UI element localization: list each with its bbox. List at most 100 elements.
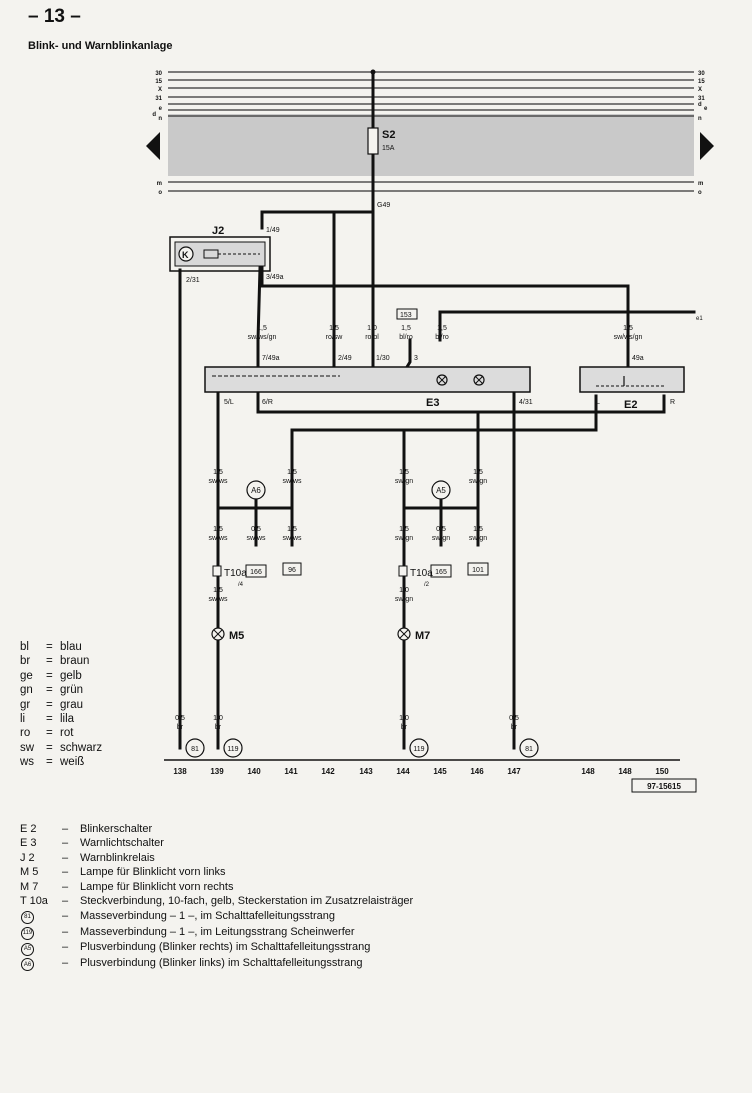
ref-box [430, 564, 452, 578]
legend-row: sw=schwarz [20, 741, 103, 754]
track-number: 142 [321, 767, 335, 776]
lamp-label: M7 [415, 630, 430, 642]
continue-left-arrow-icon [146, 132, 160, 160]
component-row: 119–Masseverbindung – 1 –, im Leitungsst… [20, 924, 413, 940]
ref-box [245, 564, 267, 578]
legend-row: bl=blau [20, 641, 82, 653]
wires [178, 70, 696, 750]
continue-right-arrow-icon [700, 132, 714, 160]
wire-size: 0,5 [436, 526, 446, 533]
ref-number: 101 [472, 567, 484, 574]
wire-size: 1,0 [213, 715, 223, 722]
switch-pin: 5/L [224, 399, 234, 406]
wire-size: 1,5 [287, 469, 297, 476]
relay-j2-box [169, 236, 271, 272]
fuse-rating: 15A [382, 145, 395, 152]
connector-icon [212, 565, 222, 577]
plus-connection-a5 [431, 480, 451, 500]
legend-row: ge=gelb [20, 669, 82, 682]
legend-row: ws=weiß [20, 756, 85, 769]
wire-color: sw/gn [395, 478, 413, 485]
ref-number: 166 [250, 569, 262, 576]
track-number: 148 [618, 767, 632, 776]
switch-label: E3 [426, 397, 439, 409]
track-number: 147 [507, 767, 521, 776]
wire-color: sw/ws/gn [248, 334, 277, 341]
wire-color: sw/gn [469, 535, 487, 542]
legend-row: br=braun [20, 655, 90, 668]
ground-label: 119 [413, 746, 424, 753]
wire-color: br [401, 724, 408, 731]
wire-size: 1,5 [623, 325, 633, 332]
ground-label: 81 [191, 746, 199, 753]
fuse-s2 [367, 127, 379, 155]
wire-size: 1,5 [401, 325, 411, 332]
wire-color: ro/bl [365, 334, 379, 341]
reference-box [631, 778, 697, 793]
wire-size: 1,5 [213, 526, 223, 533]
relay-coil-icon [178, 246, 194, 262]
wire-color: sw/gn [395, 596, 413, 603]
ref-153: 153 [400, 312, 412, 319]
wire-color: sw/ws [208, 596, 228, 603]
relay-symbol: K [182, 250, 189, 260]
plus-label: A5 [436, 486, 446, 495]
connector-label: T10a [410, 568, 433, 579]
relay-pin: 1/49 [266, 227, 280, 234]
connector-label: T10a [224, 568, 247, 579]
switch-pin: 2/49 [338, 355, 352, 362]
component-row: J 2–Warnblinkrelais [20, 851, 155, 864]
wire-color: sw/ws [282, 535, 302, 542]
track-number: 138 [173, 767, 187, 776]
relay-pin: 3/49a [266, 274, 284, 281]
wire-color: sw/ws [282, 478, 302, 485]
wire-size: 1,5 [399, 469, 409, 476]
ref-box-153 [396, 308, 418, 320]
switch-pin: 7/49a [262, 355, 280, 362]
legend-row: gr=grau [20, 698, 84, 711]
wire-color: ro/sw [326, 334, 344, 341]
track-number: 139 [210, 767, 224, 776]
color-legend: bl=blau br=braun ge=gelb gn=grün gr=grau… [20, 640, 102, 770]
component-row: A6–Plusverbindung (Blinker links) im Sch… [20, 956, 413, 972]
bus-label: e [159, 106, 163, 112]
bus-label: d [152, 112, 156, 118]
wire-size: 1,5 [257, 325, 267, 332]
wire-color: sw/gn [432, 535, 450, 542]
bus-label: m [698, 181, 703, 187]
wire-size: 1,5 [329, 325, 339, 332]
track-number: 145 [433, 767, 447, 776]
switch-pin: 6/R [262, 399, 273, 406]
switch-pin: 4/31 [519, 399, 533, 406]
track-number: 140 [247, 767, 261, 776]
track-number: 144 [396, 767, 410, 776]
connector-pin: /4 [238, 582, 244, 588]
lamp-icon [473, 374, 485, 386]
wire-size: 1,0 [367, 325, 377, 332]
component-row: T 10a–Steckverbindung, 10-fach, gelb, St… [20, 895, 414, 908]
bus-label: X [698, 87, 702, 93]
wire-size: 1,0 [399, 715, 409, 722]
switch-pin: R [670, 399, 675, 406]
wire-size: 0,5 [175, 715, 185, 722]
lamp-label: M5 [229, 630, 244, 642]
bus-label: 15 [698, 79, 705, 85]
switch-pin: 49a [632, 355, 644, 362]
relay-pin: 2/31 [186, 277, 200, 284]
ground-81 [185, 738, 205, 758]
wire-color: bl/ro [399, 334, 413, 341]
bus-label: 31 [155, 96, 162, 102]
component-row: E 2–Blinkerschalter [20, 823, 153, 835]
bus-label: m [157, 181, 162, 187]
plus-label: A6 [251, 486, 261, 495]
wire-size: 0,5 [251, 526, 261, 533]
ref-box [467, 562, 489, 576]
wire-color: sw/gn [469, 478, 487, 485]
component-row: A5–Plusverbindung (Blinker rechts) im Sc… [20, 940, 413, 956]
ground-81 [519, 738, 539, 758]
component-row: 81–Masseverbindung – 1 –, im Schalttafel… [20, 908, 413, 925]
switch-e3-box [204, 366, 531, 393]
wire-color: sw/ws [208, 478, 228, 485]
bus-shading [168, 114, 694, 176]
wire-size: 0,5 [509, 715, 519, 722]
